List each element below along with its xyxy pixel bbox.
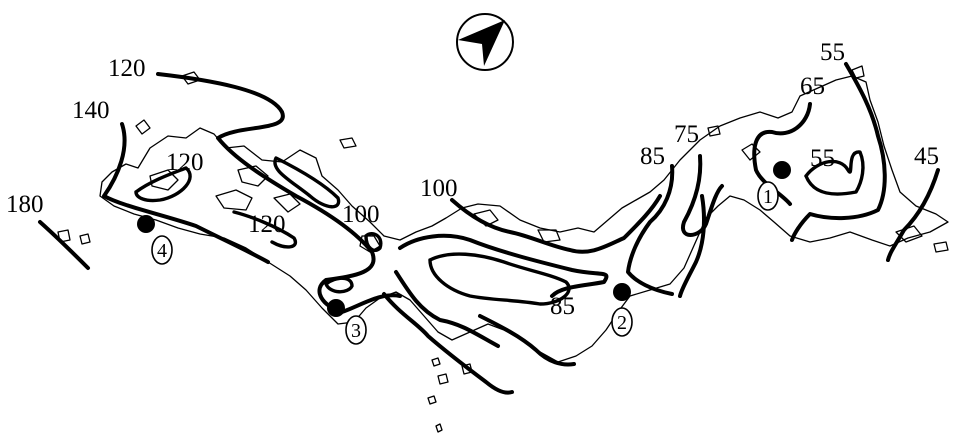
marker-point-1: 1	[757, 161, 791, 211]
marker-number-ring	[345, 315, 367, 345]
isoline-label: 140	[72, 97, 110, 124]
isoline	[134, 166, 192, 203]
coastline	[57, 65, 949, 433]
isoline-label: 75	[674, 121, 699, 148]
isoline	[232, 210, 298, 249]
isoline	[804, 150, 865, 196]
marker-number: 3	[351, 320, 361, 342]
marker-dot	[773, 161, 791, 179]
isoline-label: 100	[420, 175, 458, 202]
marker-point-2: 2	[611, 283, 633, 337]
isoline-label: 180	[6, 191, 44, 218]
isoline-label: 65	[800, 73, 825, 100]
isoline-labels: 120 140 120 180 120 100 100 85 85 75 65 …	[6, 39, 939, 320]
north-arrow-icon	[456, 13, 514, 71]
isoline-label: 100	[342, 201, 380, 228]
isoline	[681, 154, 724, 237]
isoline	[886, 168, 940, 262]
marker-point-4: 4	[137, 215, 173, 265]
marker-dot	[137, 215, 155, 233]
isoline-label: 120	[108, 55, 146, 82]
isoline	[428, 252, 571, 306]
marker-dot	[613, 283, 631, 301]
marker-number-ring	[757, 181, 779, 211]
isoline	[273, 156, 341, 209]
isoline	[450, 194, 662, 254]
isoline-label: 120	[248, 211, 286, 238]
marker-number: 4	[157, 240, 167, 262]
isolines	[38, 62, 940, 395]
isoline	[790, 62, 887, 242]
isoline-label: 120	[166, 149, 204, 176]
isoline	[102, 122, 270, 264]
isoline	[394, 270, 500, 348]
isoline-label: 45	[914, 143, 939, 170]
isoline-label: 85	[640, 143, 665, 170]
isoline	[398, 233, 609, 298]
marker-number-ring	[611, 307, 633, 337]
marker-number: 1	[763, 186, 773, 208]
marker-points: 1 2 3 4	[137, 161, 791, 345]
marker-number: 2	[617, 312, 627, 334]
isoline-label: 85	[550, 293, 575, 320]
isoline	[324, 276, 354, 294]
isoline-label: 55	[810, 145, 835, 172]
isoline	[382, 292, 514, 395]
isoline	[364, 231, 383, 253]
isoline-label: 55	[820, 39, 845, 66]
isoline	[156, 72, 402, 314]
isoline	[626, 164, 675, 296]
isoline	[478, 314, 576, 367]
marker-point-3: 3	[327, 299, 367, 345]
isoline	[38, 220, 90, 270]
marker-number-ring	[151, 235, 173, 265]
marker-dot	[327, 299, 345, 317]
isoline	[678, 194, 706, 298]
